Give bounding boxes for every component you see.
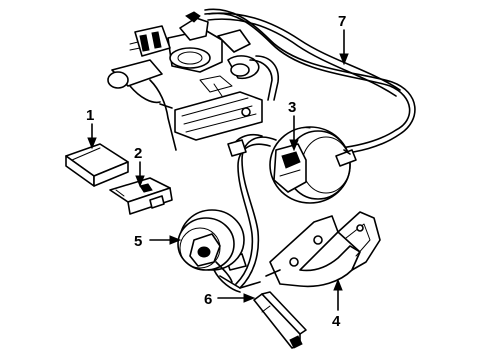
callout-1: 1	[86, 107, 94, 124]
leader-lines	[87, 29, 349, 311]
callout-7: 7	[338, 13, 346, 30]
module-bracket	[109, 177, 173, 215]
callout-5: 5	[134, 233, 142, 250]
callout-2: 2	[134, 145, 142, 162]
callout-3: 3	[288, 99, 296, 116]
callout-6: 6	[204, 291, 212, 308]
callouts: 1 2 3 4 5 6 7	[86, 13, 346, 330]
mounting-bracket	[265, 211, 381, 288]
brake-booster-upper	[269, 126, 357, 204]
small-bracket	[253, 291, 307, 349]
callout-4: 4	[332, 313, 341, 330]
engine-assembly	[107, 11, 401, 151]
speedometer-cable	[204, 8, 416, 155]
control-module	[65, 143, 129, 187]
brake-booster-lower	[177, 209, 245, 283]
